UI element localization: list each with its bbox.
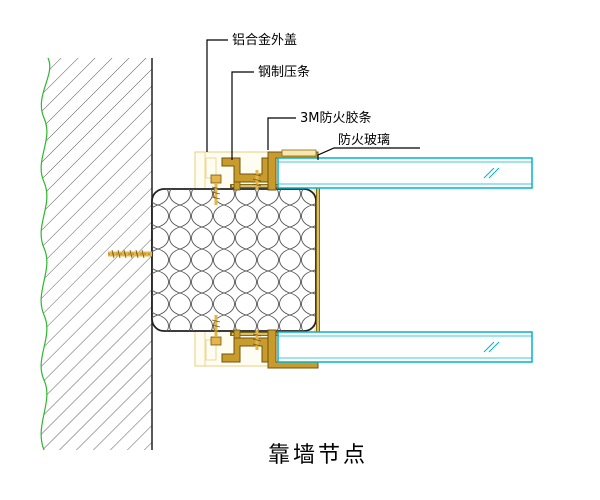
screw-top (252, 170, 262, 190)
wall-hatch (41, 58, 152, 450)
insulation-pattern (152, 189, 316, 359)
insulation-loop (170, 337, 191, 359)
label-fire-tape: 3M防火胶条 (300, 110, 372, 126)
top-profile (210, 149, 319, 205)
wall-break-line (40, 57, 51, 451)
bottom-web (233, 329, 241, 339)
leader-steel-strip (231, 71, 254, 160)
insulation-loop (235, 314, 257, 331)
bottom-glass-lip (267, 329, 319, 369)
glass-pane-top (277, 157, 533, 189)
glass-break-mark (483, 341, 500, 353)
insulation-loop (279, 314, 301, 331)
leader-aluminum-cover (206, 39, 228, 152)
insulation-loop (169, 314, 191, 331)
bolt-top (210, 174, 222, 205)
label-steel-strip: 钢制压条 (258, 64, 310, 80)
insulation-outline (151, 188, 317, 332)
insulation-loop (191, 314, 213, 331)
wall-anchor (108, 249, 152, 259)
bolt-bottom (210, 315, 222, 346)
top-web (233, 181, 241, 191)
leader-fire-tape (267, 117, 296, 150)
glass-break-mark (483, 167, 500, 179)
leader-lines (206, 39, 420, 160)
insulation-loop (152, 314, 169, 331)
insulation-block (151, 188, 317, 359)
leader-fire-glass (317, 147, 420, 160)
fire-tape-top (281, 149, 317, 157)
label-aluminum-cover: 铝合金外盖 (232, 32, 297, 48)
screw-bottom (252, 330, 262, 350)
diagram-title: 靠墙节点 (268, 443, 368, 468)
insulation-loop (257, 314, 279, 331)
label-fire-glass: 防火玻璃 (338, 132, 390, 148)
insulation-loop (301, 314, 316, 331)
glass-pane-bottom (277, 331, 533, 363)
